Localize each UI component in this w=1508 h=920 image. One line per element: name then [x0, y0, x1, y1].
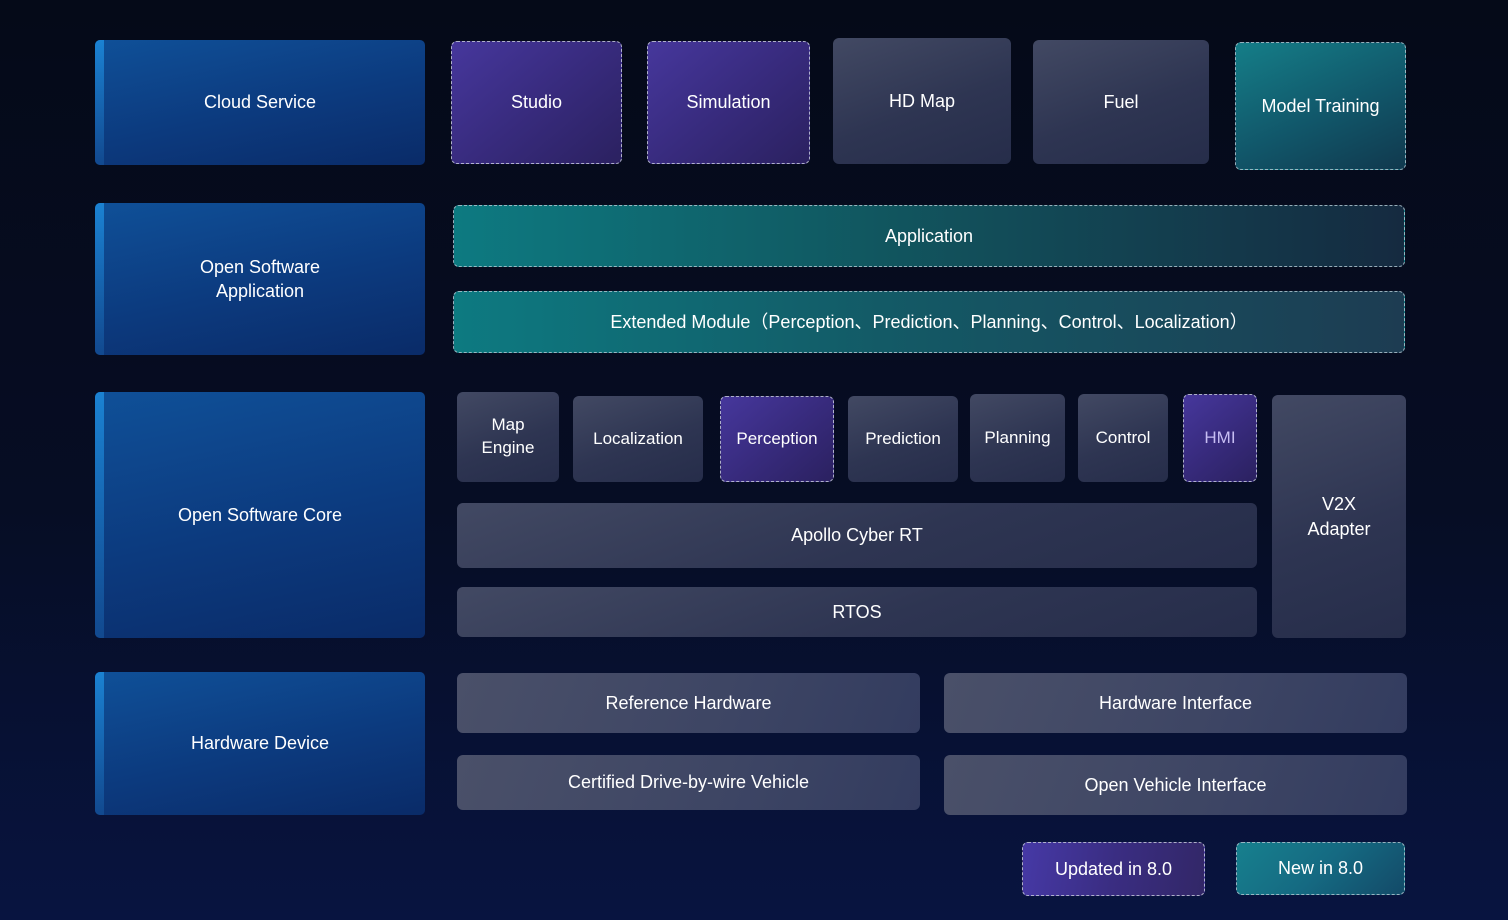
product-simulation-label: Simulation	[686, 92, 771, 113]
product-hd-map-label: HD Map	[888, 90, 955, 111]
module-planning: Planning	[970, 394, 1065, 482]
module-localization-label: Localization	[593, 428, 683, 448]
legend-new-label: New in 8.0	[1277, 858, 1364, 879]
product-fuel-label: Fuel	[1103, 91, 1139, 112]
module-perception-label: Perception	[736, 428, 818, 448]
category-cloud-service: Cloud Service	[95, 40, 425, 165]
product-studio-label: Studio	[510, 92, 563, 113]
apollo-cyber-rt-bar: Apollo Cyber RT	[457, 503, 1257, 568]
product-model-training: Model Training	[1235, 42, 1406, 170]
extended-module-bar: Extended Module（Perception、Prediction、Pl…	[453, 291, 1405, 353]
category-open-software-application-label: Open Software Application	[199, 256, 321, 301]
module-planning-label: Planning	[984, 427, 1051, 447]
open-vehicle-interface-label: Open Vehicle Interface	[1084, 774, 1267, 795]
reference-hardware-label: Reference Hardware	[605, 692, 772, 713]
apollo-cyber-rt-label: Apollo Cyber RT	[791, 525, 923, 546]
module-map-engine: Map Engine	[457, 392, 559, 482]
product-fuel: Fuel	[1033, 40, 1209, 164]
application-bar-label: Application	[884, 225, 974, 246]
category-open-software-core: Open Software Core	[95, 392, 425, 638]
application-bar: Application	[453, 205, 1405, 267]
category-hardware-device: Hardware Device	[95, 672, 425, 815]
category-open-software-application: Open Software Application	[95, 203, 425, 355]
product-hd-map: HD Map	[833, 38, 1011, 164]
module-hmi-label: HMI	[1204, 427, 1236, 447]
extended-module-bar-label: Extended Module（Perception、Prediction、Pl…	[610, 311, 1248, 332]
product-studio: Studio	[451, 41, 622, 164]
rtos-bar: RTOS	[457, 587, 1257, 637]
legend-new-badge: New in 8.0	[1236, 842, 1405, 895]
v2x-adapter-label: V2X Adapter	[1307, 494, 1371, 539]
certified-drive-by-wire-vehicle-label: Certified Drive-by-wire Vehicle	[567, 772, 810, 793]
module-prediction-label: Prediction	[865, 428, 941, 448]
category-open-software-core-label: Open Software Core	[177, 504, 343, 525]
module-prediction: Prediction	[848, 396, 958, 482]
certified-drive-by-wire-vehicle-box: Certified Drive-by-wire Vehicle	[457, 755, 920, 810]
module-perception: Perception	[720, 396, 834, 482]
category-cloud-service-label: Cloud Service	[203, 92, 317, 113]
module-control-label: Control	[1095, 427, 1151, 447]
v2x-adapter-box: V2X Adapter	[1272, 395, 1406, 638]
rtos-label: RTOS	[832, 601, 882, 622]
reference-hardware-box: Reference Hardware	[457, 673, 920, 733]
module-map-engine-label: Map Engine	[481, 415, 535, 457]
product-simulation: Simulation	[647, 41, 810, 164]
module-hmi: HMI	[1183, 394, 1257, 482]
hardware-interface-box: Hardware Interface	[944, 673, 1407, 733]
hardware-interface-label: Hardware Interface	[1098, 692, 1253, 713]
legend-updated-label: Updated in 8.0	[1054, 858, 1173, 879]
open-vehicle-interface-box: Open Vehicle Interface	[944, 755, 1407, 815]
module-localization: Localization	[573, 396, 703, 482]
legend-updated-badge: Updated in 8.0	[1022, 842, 1205, 896]
product-model-training-label: Model Training	[1261, 95, 1380, 116]
module-control: Control	[1078, 394, 1168, 482]
category-hardware-device-label: Hardware Device	[190, 733, 330, 754]
